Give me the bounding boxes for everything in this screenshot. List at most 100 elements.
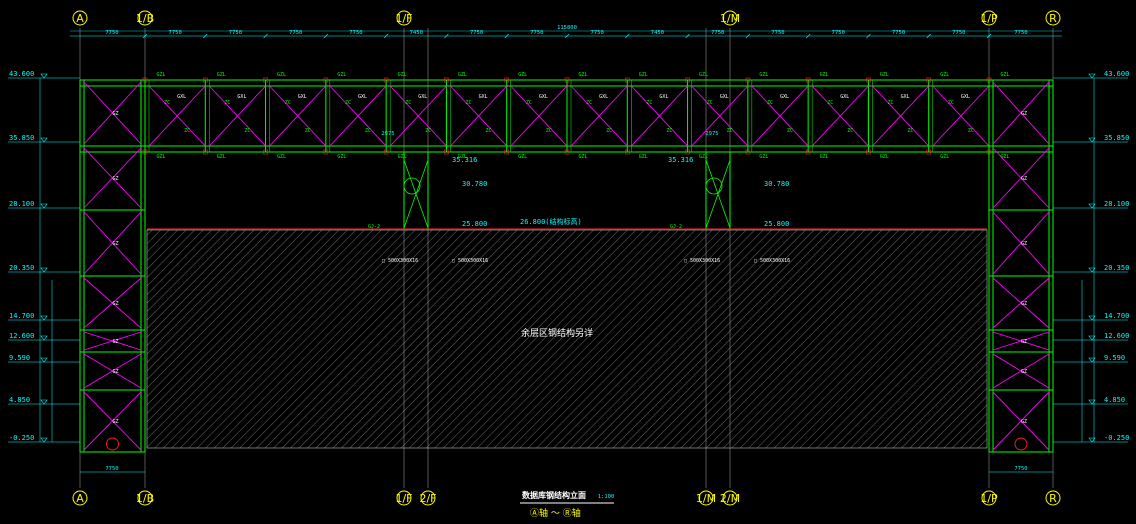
tag-zc: ZC — [224, 100, 230, 106]
axis-bubble-top — [72, 10, 88, 26]
dim-tick — [142, 33, 148, 39]
tag-gz: GZ — [113, 419, 119, 425]
level-triangle-left — [40, 73, 48, 79]
tag-gxl: GXL — [780, 94, 789, 100]
level-triangle-left — [40, 267, 48, 273]
dim-tick — [805, 33, 811, 39]
axis-label-bottom: 1/B — [136, 492, 154, 505]
node-plate — [624, 77, 630, 83]
tag-zc: ZC — [968, 128, 974, 134]
tag-gzl: GZL — [759, 154, 768, 160]
axis-bubble-bottom — [1045, 490, 1061, 506]
tower-brace-right — [992, 147, 1050, 209]
tag-gzl: GZL — [156, 154, 165, 160]
roof-truss — [80, 77, 1053, 155]
bottom-dimension: 7750 — [1014, 466, 1027, 472]
bay-dimension: 7750 — [349, 30, 362, 36]
tag-gj: GJ-2 — [670, 224, 682, 230]
tag-zc: ZC — [184, 128, 190, 134]
tag-zc: ZC — [908, 128, 914, 134]
dim-tick — [444, 33, 449, 39]
bay-dimension: 7750 — [229, 30, 242, 36]
dim-2975-left: 2975 — [381, 131, 394, 137]
tag-gz: GZ — [1021, 339, 1027, 345]
tag-zc: ZC — [847, 128, 853, 134]
tower-brace-left — [83, 211, 142, 275]
tag-gxl: GXL — [840, 94, 849, 100]
tag-gxl: GXL — [901, 94, 910, 100]
tag-gxl: GXL — [418, 94, 427, 100]
tag-gzl: GZL — [458, 72, 467, 78]
level-35316-right: 35.316 — [668, 156, 693, 164]
level-label-right: -0.250 — [1104, 434, 1129, 442]
tag-gzl: GZL — [337, 154, 346, 160]
tag-gxl: GXL — [539, 94, 548, 100]
tag-gzl: GZL — [277, 72, 286, 78]
tag-bolt: □ 500X300X16 — [382, 258, 418, 264]
axis-label-bottom: 1/M — [696, 492, 716, 505]
node-plate — [685, 149, 690, 155]
level-triangle-left — [40, 137, 48, 143]
bay-dimension: 7750 — [711, 30, 724, 36]
axis-label-top: A — [76, 12, 84, 25]
tag-gzl: GZL — [1000, 154, 1009, 160]
axis-label-bottom: R — [1049, 492, 1057, 505]
level-30780-right: 30.780 — [764, 180, 789, 188]
tag-zc: ZC — [466, 100, 472, 106]
node-plate — [383, 77, 389, 83]
tag-gz: GZ — [1021, 241, 1027, 247]
tag-gzl: GZL — [578, 154, 587, 160]
tag-gxl: GXL — [961, 94, 970, 100]
node-plate — [866, 149, 871, 155]
axis-bubble-top — [396, 10, 412, 26]
node-plate — [926, 77, 932, 83]
truss-brace — [691, 85, 749, 147]
tag-zc: ZC — [546, 128, 552, 134]
dim-tick — [504, 33, 509, 39]
tag-zc: ZC — [707, 100, 713, 106]
axis-bubble-top — [722, 10, 738, 26]
node-plate — [263, 149, 268, 155]
bay-dimension: 7750 — [530, 30, 543, 36]
level-triangle-right — [1088, 357, 1096, 363]
node-plate — [504, 149, 510, 155]
dim-tick — [564, 33, 570, 39]
tag-gxl: GXL — [599, 94, 608, 100]
level-label-left: 20.350 — [9, 264, 34, 272]
node-plate — [504, 77, 510, 83]
tag-gj: GJ-2 — [368, 224, 380, 230]
tag-gz: GZ — [1021, 419, 1027, 425]
truss-brace — [208, 85, 266, 147]
tower-brace-right — [992, 353, 1050, 389]
dim-tick — [323, 33, 329, 39]
level-label-left: 28.100 — [9, 200, 34, 208]
axis-label-bottom: 1/F — [395, 492, 412, 505]
node-plate — [202, 149, 208, 155]
axis-bubble-bottom — [420, 490, 436, 506]
tag-zc: ZC — [888, 100, 894, 106]
node-plate — [564, 77, 570, 83]
hanger-brace — [403, 159, 429, 229]
node-plate — [745, 149, 751, 155]
tag-gzl: GZL — [398, 72, 407, 78]
level-label-left: 9.590 — [9, 354, 30, 362]
tag-gzl: GZL — [398, 154, 407, 160]
level-triangle-left — [40, 437, 48, 443]
level-label-right: 9.590 — [1104, 354, 1125, 362]
tag-zc: ZC — [948, 100, 954, 106]
tag-gz: GZ — [1021, 111, 1027, 117]
node-plate — [745, 77, 751, 83]
tag-gz: GZ — [113, 176, 119, 182]
tag-gzl: GZL — [518, 154, 527, 160]
dim-tick — [625, 33, 630, 39]
level-label-left: 35.850 — [9, 134, 34, 142]
truss-brace — [389, 85, 447, 147]
level-label-left: 4.850 — [9, 396, 30, 404]
truss-brace — [570, 85, 628, 147]
centre-note: 余层区钢结构另详 — [521, 327, 593, 339]
tag-gxl: GXL — [479, 94, 488, 100]
tag-zc: ZC — [244, 128, 250, 134]
tag-zc: ZC — [405, 100, 411, 106]
tag-gz: GZ — [113, 301, 119, 307]
